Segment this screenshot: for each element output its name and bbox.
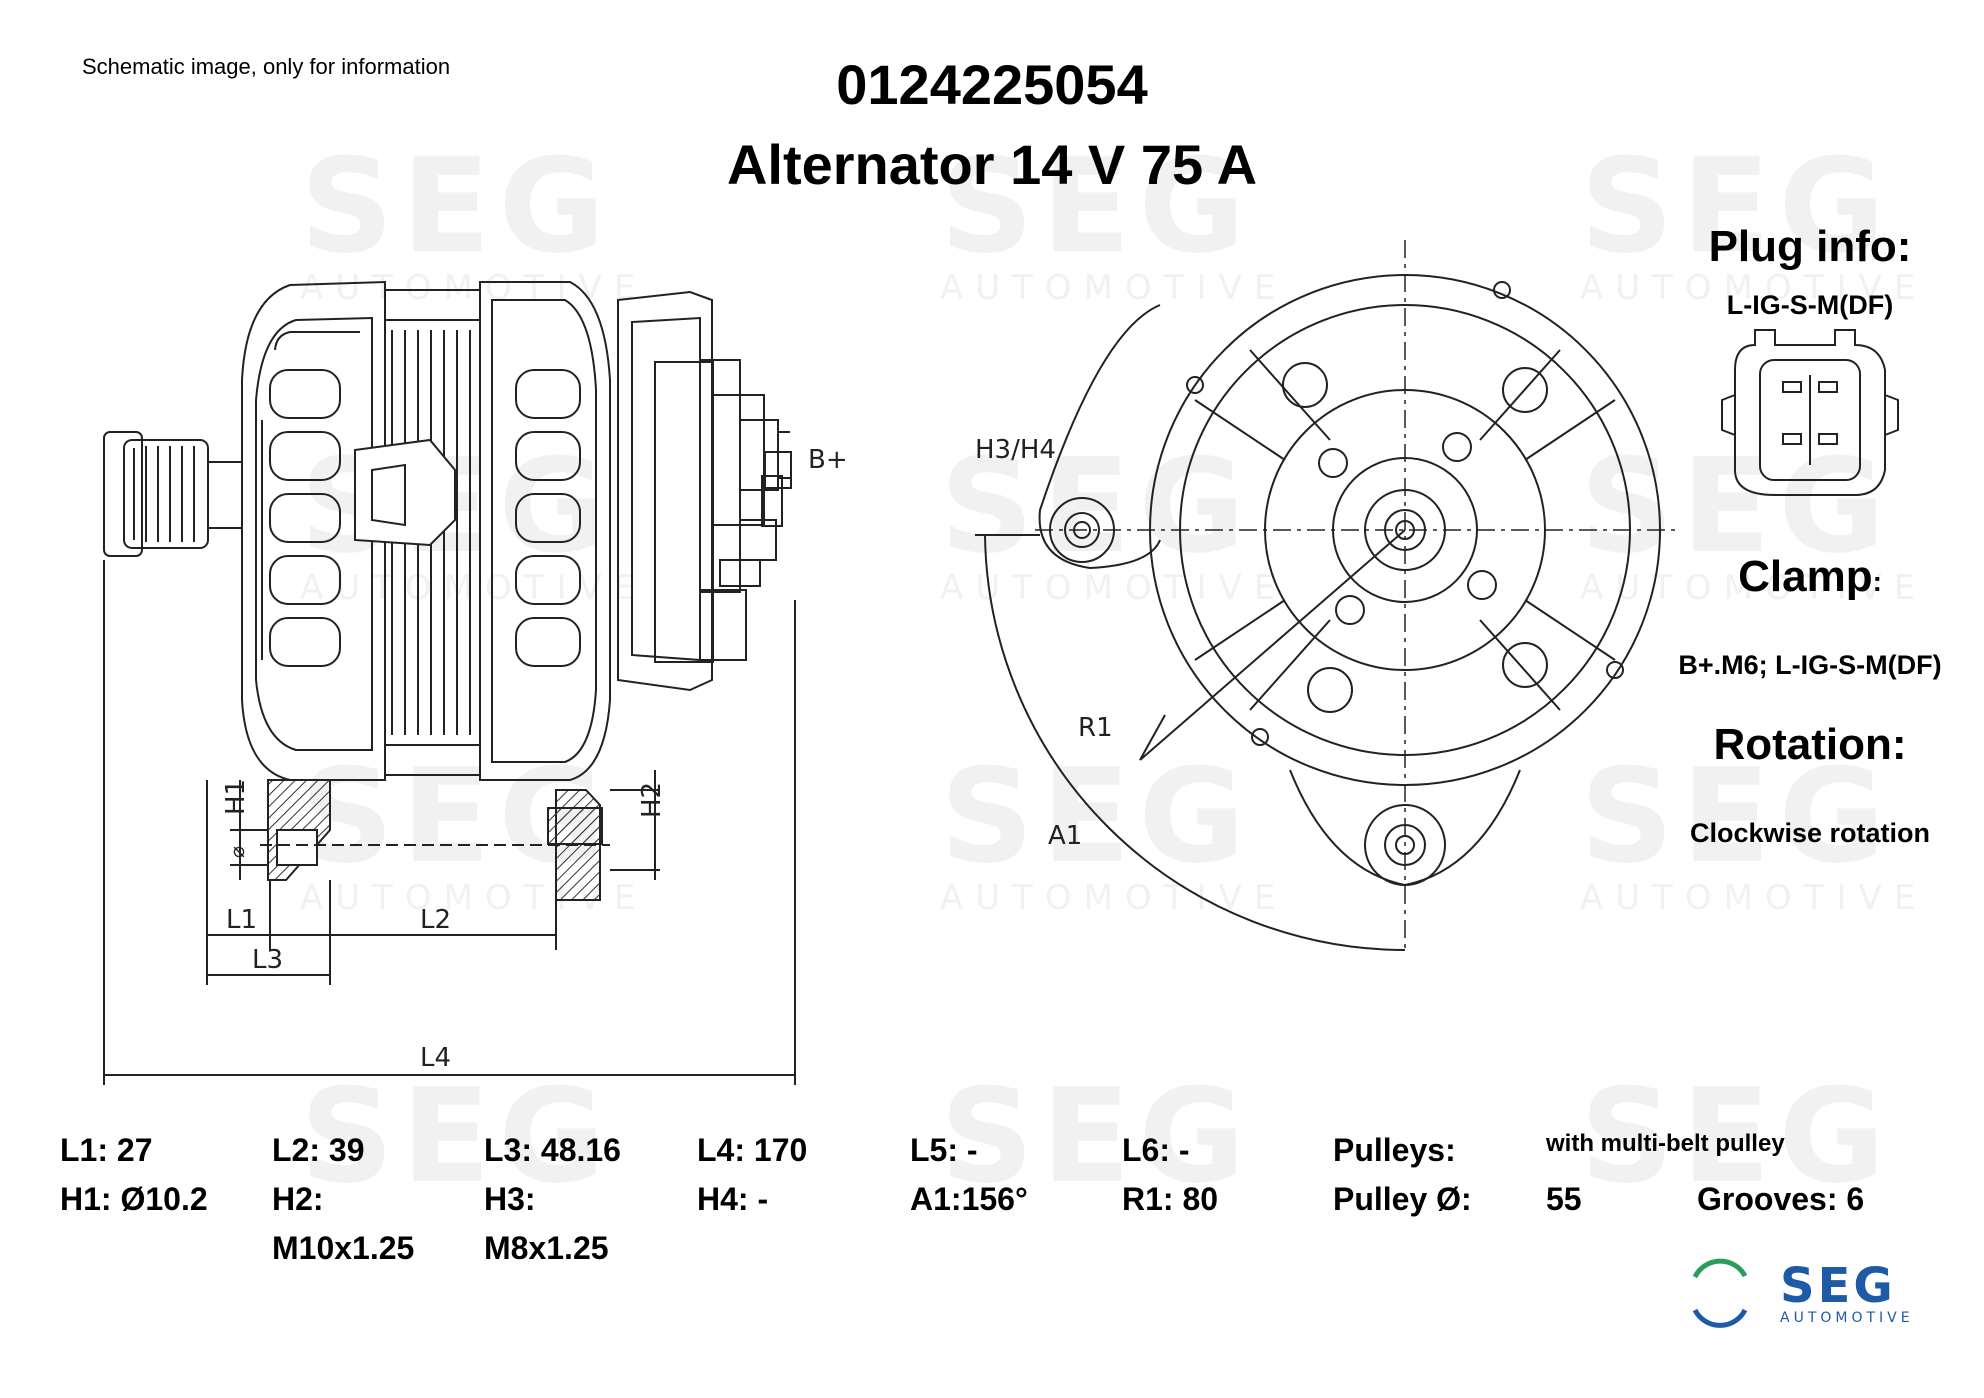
spec-l6: L6: - [1122, 1132, 1190, 1168]
spec-h1: H1: Ø10.2 [60, 1181, 208, 1217]
rotation-label: Rotation: [1713, 720, 1907, 769]
l2-label: L2 [420, 905, 451, 935]
h2-label: H2 [637, 782, 667, 818]
spec-l4: L4: 170 [697, 1132, 808, 1168]
watermark-sub: AUTOMOTIVE [1580, 568, 1928, 608]
spec-pulleys-value: with multi-belt pulley [1546, 1130, 1785, 1157]
disclaimer: Schematic image, only for information [82, 54, 451, 79]
plug-info-value: L-IG-S-M(DF) [1726, 290, 1894, 320]
spec-l1: L1: 27 [60, 1132, 153, 1168]
watermark-sub: AUTOMOTIVE [940, 268, 1288, 308]
l4-label: L4 [420, 1043, 451, 1073]
watermark-text: SEG [1580, 1060, 1894, 1212]
spec-l2: L2: 39 [272, 1132, 365, 1168]
l1-label: L1 [226, 905, 257, 935]
spec-r1: R1: 80 [1122, 1181, 1219, 1217]
phi-label: ⌀ [225, 846, 249, 858]
watermark-sub: AUTOMOTIVE [1580, 268, 1928, 308]
watermark-text: SEG [300, 130, 614, 282]
plug-info-label: Plug info: [1708, 222, 1912, 271]
clamp-value: B+.M6; L-IG-S-M(DF) [1678, 650, 1942, 680]
watermark-text: SEG [1580, 740, 1894, 892]
r1-label: R1 [1078, 713, 1113, 743]
watermark-text: SEG [300, 1060, 614, 1212]
side-view [103, 280, 796, 1085]
spec-h3-label: H3: [484, 1181, 536, 1217]
spec-h4: H4: - [697, 1181, 769, 1217]
watermark-text: SEG [940, 430, 1254, 582]
page-title: Alternator 14 V 75 A [726, 133, 1258, 196]
b-plus-label: B+ [808, 445, 848, 475]
clamp-label-text: Clamp [1738, 552, 1873, 601]
seg-logo-icon [1692, 1258, 1748, 1328]
seg-logo-sub: AUTOMOTIVE [1780, 1310, 1914, 1326]
spec-h3-value: M8x1.25 [484, 1230, 609, 1266]
watermark-sub: AUTOMOTIVE [940, 878, 1288, 918]
plug-connector-icon [1721, 329, 1899, 496]
part-number: 0124225054 [836, 53, 1148, 116]
watermark-text: SEG [940, 130, 1254, 282]
spec-l5: L5: - [910, 1132, 978, 1168]
seg-logo-brand: SEG [1780, 1258, 1896, 1314]
spec-a1: A1:156° [910, 1181, 1028, 1217]
watermark-sub: AUTOMOTIVE [940, 568, 1288, 608]
a1-label: A1 [1048, 821, 1082, 851]
watermark-text: SEG [940, 740, 1254, 892]
h1-label: H1 [221, 779, 251, 815]
spec-pulleys-label: Pulleys: [1333, 1132, 1456, 1168]
rotation-value: Clockwise rotation [1689, 818, 1931, 848]
h3h4-label: H3/H4 [975, 435, 1056, 465]
l3-label: L3 [252, 945, 283, 975]
clamp-label: Clamp: [1660, 552, 1960, 602]
spec-h2-label: H2: [272, 1181, 324, 1217]
front-view [975, 240, 1675, 951]
spec-pulley-dia-label: Pulley Ø: [1333, 1181, 1472, 1217]
watermark-text: SEG [1580, 130, 1894, 282]
spec-pulley-dia-value: 55 [1546, 1181, 1582, 1217]
watermark-sub: AUTOMOTIVE [1580, 878, 1928, 918]
spec-grooves: Grooves: 6 [1697, 1181, 1865, 1217]
spec-l3: L3: 48.16 [484, 1132, 621, 1168]
watermark-text: SEG [1580, 430, 1894, 582]
spec-h2-value: M10x1.25 [272, 1230, 415, 1266]
clamp-colon: : [1872, 566, 1882, 597]
watermark-text: SEG [940, 1060, 1254, 1212]
seg-logo: SEG AUTOMOTIVE [1780, 1262, 1914, 1326]
